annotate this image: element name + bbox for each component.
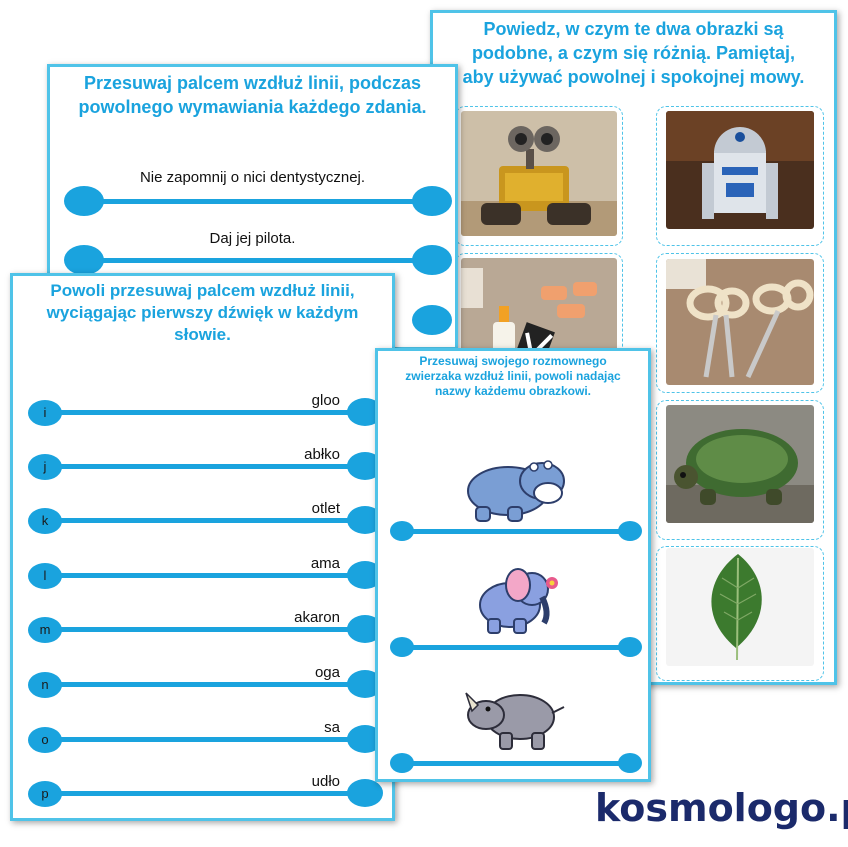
title-line: powolnego wymawiania każdego zdania. xyxy=(78,97,427,117)
watermark-logo: kosmologo.pl xyxy=(595,786,848,830)
finger-track-line[interactable] xyxy=(43,791,367,796)
rhino-icon xyxy=(464,677,568,755)
robot-walle-icon xyxy=(461,111,617,236)
finger-track-line[interactable] xyxy=(398,761,632,766)
letter-dot[interactable]: i xyxy=(28,400,62,426)
sounds-card-title: Powoli przesuwaj palcem wzdłuż linii, wy… xyxy=(13,280,392,346)
finger-track-line[interactable] xyxy=(43,410,367,415)
word-ending: oga xyxy=(314,664,340,681)
leaf-icon xyxy=(666,548,814,666)
letter-dot[interactable]: p xyxy=(28,781,62,807)
title-line: Powoli przesuwaj palcem wzdłuż linii, xyxy=(50,281,355,300)
letter-dot[interactable]: k xyxy=(28,508,62,534)
scissors-icon xyxy=(666,259,814,385)
elephant-icon xyxy=(470,561,566,637)
track-start-dot[interactable] xyxy=(390,637,414,657)
word-ending: ama xyxy=(310,555,340,572)
track-end-dot[interactable] xyxy=(618,753,642,773)
finger-track-line[interactable] xyxy=(398,645,632,650)
track-start-dot[interactable] xyxy=(64,186,104,216)
picture-frame xyxy=(656,253,824,393)
robot-r2d2-icon xyxy=(666,111,814,229)
track-end-dot[interactable] xyxy=(412,245,452,275)
picture-frame xyxy=(656,106,824,246)
finger-track-line[interactable] xyxy=(398,529,632,534)
finger-track-line[interactable] xyxy=(43,573,367,578)
track-end-dot[interactable] xyxy=(618,637,642,657)
title-line: wyciągając pierwszy dźwięk w każdym xyxy=(46,303,359,322)
title-line: zwierzaka wzdłuż linii, powoli nadając xyxy=(405,369,621,383)
finger-track-line[interactable] xyxy=(82,199,436,204)
picture-frame xyxy=(656,400,824,540)
title-line: podobne, a czym się różnią. Pamiętaj, xyxy=(471,43,796,63)
turtle-icon xyxy=(666,405,814,523)
word-ending: abłko xyxy=(304,446,340,463)
title-line: Przesuwaj swojego rozmownego xyxy=(419,354,607,368)
animals-card: Przesuwaj swojego rozmownego zwierzaka w… xyxy=(375,348,651,782)
finger-track-line[interactable] xyxy=(43,627,367,632)
track-start-dot[interactable] xyxy=(390,521,414,541)
animals-card-title: Przesuwaj swojego rozmownego zwierzaka w… xyxy=(378,354,648,399)
track-end-dot[interactable] xyxy=(412,186,452,216)
finger-track-line[interactable] xyxy=(43,518,367,523)
track-end-dot[interactable] xyxy=(618,521,642,541)
track-end-dot[interactable] xyxy=(347,779,383,807)
sounds-card: Powoli przesuwaj palcem wzdłuż linii, wy… xyxy=(10,273,395,821)
letter-dot[interactable]: j xyxy=(28,454,62,480)
finger-track-line[interactable] xyxy=(43,464,367,469)
title-line: Powiedz, w czym te dwa obrazki są xyxy=(483,19,784,39)
finger-track-line[interactable] xyxy=(43,737,367,742)
word-ending: udło xyxy=(311,773,340,790)
track-start-dot[interactable] xyxy=(390,753,414,773)
hippo-icon xyxy=(462,447,568,525)
word-ending: sa xyxy=(324,719,340,736)
title-line: słowie. xyxy=(174,325,231,344)
sentence-text: Nie zapomnij o nici dentystycznej. xyxy=(139,169,366,186)
word-ending: akaron xyxy=(294,609,340,626)
track-start-dot[interactable] xyxy=(64,245,104,275)
compare-card-title: Powiedz, w czym te dwa obrazki są podobn… xyxy=(433,17,834,89)
title-line: aby używać powolnej i spokojnej mowy. xyxy=(462,67,805,87)
title-line: Przesuwaj palcem wzdłuż linii, podczas xyxy=(83,73,422,93)
letter-dot[interactable]: m xyxy=(28,617,62,643)
word-ending: otlet xyxy=(311,500,340,517)
title-line: nazwy każdemu obrazkowi. xyxy=(434,384,592,398)
letter-dot[interactable]: o xyxy=(28,727,62,753)
sentences-card-title: Przesuwaj palcem wzdłuż linii, podczas p… xyxy=(50,71,455,119)
track-end-dot[interactable] xyxy=(412,305,452,335)
letter-dot[interactable]: l xyxy=(28,563,62,589)
word-ending: gloo xyxy=(311,392,340,409)
letter-dot[interactable]: n xyxy=(28,672,62,698)
picture-frame xyxy=(656,546,824,681)
sentence-text: Daj jej pilota. xyxy=(209,230,296,247)
finger-track-line[interactable] xyxy=(43,682,367,687)
compare-card: Powiedz, w czym te dwa obrazki są podobn… xyxy=(430,10,837,685)
finger-track-line[interactable] xyxy=(82,258,436,263)
